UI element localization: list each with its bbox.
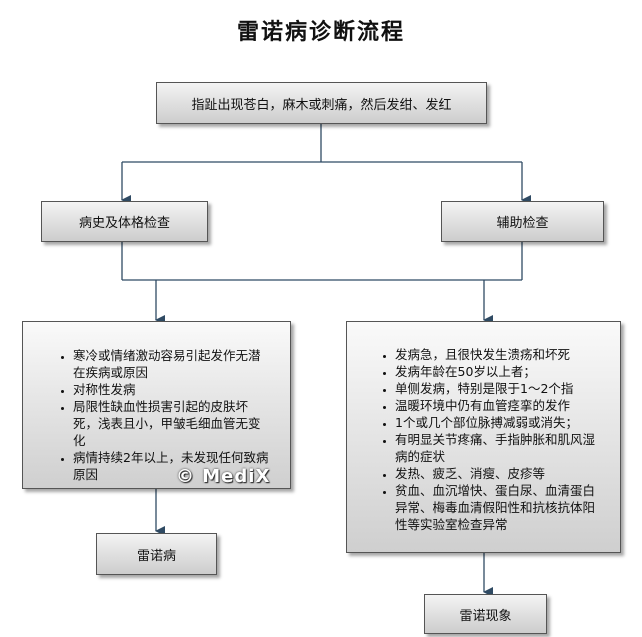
criteria-item: 贫血、血沉增快、蛋白尿、血清蛋白异常、梅毒血清假阳性和抗核抗体阳性等实验室检查异…	[395, 482, 604, 533]
criteria-item: 1个或几个部位脉搏减弱或消失；	[395, 414, 604, 431]
symptom-box: 指趾出现苍白，麻木或刺痛，然后发绀、发红	[156, 82, 487, 124]
criteria-item: 对称性发病	[73, 381, 272, 398]
disease-criteria-list: 寒冷或情绪激动容易引起发作无潜在疾病或原因 对称性发病 局限性缺血性损害引起的皮…	[53, 347, 272, 483]
raynaud-phenomenon-box: 雷诺现象	[424, 594, 547, 634]
criteria-item: 局限性缺血性损害引起的皮肤坏死，浅表且小，甲皱毛细血管无变化	[73, 398, 272, 449]
watermark-logo: © MediX	[176, 466, 271, 487]
phenomenon-criteria-list: 发病急，且很快发生溃疡和坏死 发病年龄在50岁以上者； 单侧发病，特别是限于1～…	[375, 346, 604, 533]
criteria-item: 有明显关节疼痛、手指肿胀和肌风湿病的症状	[395, 431, 604, 465]
auxiliary-exam-box: 辅助检查	[441, 201, 604, 242]
criteria-item: 发病急，且很快发生溃疡和坏死	[395, 346, 604, 363]
criteria-item: 病情持续2年以上，未发现任何致病原因	[73, 449, 272, 483]
criteria-item: 发病年龄在50岁以上者；	[395, 363, 604, 380]
history-exam-box: 病史及体格检查	[41, 201, 208, 242]
symptom-text: 指趾出现苍白，麻木或刺痛，然后发绀、发红	[191, 97, 452, 113]
raynaud-disease-text: 雷诺病	[136, 548, 176, 564]
history-exam-text: 病史及体格检查	[78, 216, 170, 231]
criteria-item: 寒冷或情绪激动容易引起发作无潜在疾病或原因	[73, 347, 272, 381]
page-title: 雷诺病诊断流程	[236, 19, 405, 45]
criteria-item: 发热、疲乏、消瘦、皮疹等	[395, 465, 604, 482]
criteria-item: 单侧发病，特别是限于1～2个指	[395, 380, 604, 397]
disease-criteria-box: 寒冷或情绪激动容易引起发作无潜在疾病或原因 对称性发病 局限性缺血性损害引起的皮…	[22, 321, 291, 489]
raynaud-phenomenon-text: 雷诺现象	[459, 608, 512, 624]
raynaud-disease-box: 雷诺病	[96, 533, 217, 575]
phenomenon-criteria-box: 发病急，且很快发生溃疡和坏死 发病年龄在50岁以上者； 单侧发病，特别是限于1～…	[346, 321, 621, 553]
auxiliary-exam-text: 辅助检查	[496, 216, 549, 231]
criteria-item: 温暖环境中仍有血管痉挛的发作	[395, 397, 604, 414]
